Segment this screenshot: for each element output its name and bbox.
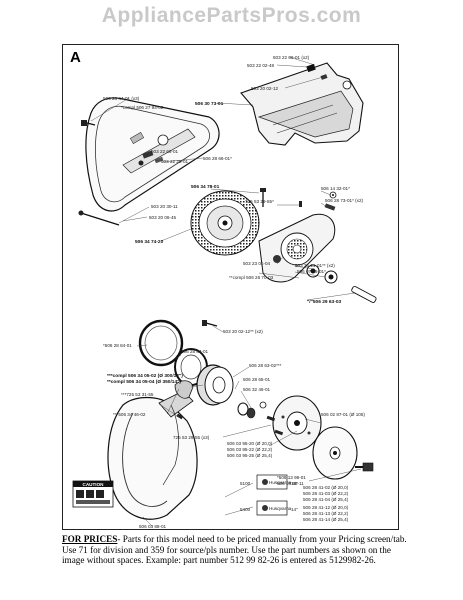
part-labels: 503 22 06-01 (x2) 503 22 02-48 503 20 02… (103, 55, 365, 529)
part-label: 503 23 01-04 (243, 261, 271, 266)
part-label: 506 28 84-01 (181, 349, 209, 354)
model-label: 5400 (240, 507, 251, 512)
cutting-arm (240, 62, 364, 146)
caution-decal: CAUTION (72, 480, 114, 508)
part-label: *506 13 98-01 (277, 475, 306, 480)
part-label: "/"506 29 63-03 (307, 299, 341, 305)
part-label: 503 22 02-48 (247, 63, 275, 68)
part-label: 506 28 41-13 (Ø 22,2) (303, 511, 349, 516)
pricing-heading: FOR PRICES (62, 534, 118, 544)
brand-text-1: Husqvarna (269, 480, 292, 485)
part-label: 506 03 95-22 (Ø 22,2) (227, 447, 273, 452)
part-label: 503 25 21-01** (x2) (295, 263, 335, 268)
part-label: 503 22 28-01 (161, 159, 189, 164)
part-label: 506 13 98-11 (277, 481, 304, 486)
exploded-view-drawing: A (70, 49, 377, 529)
long-bolt (78, 210, 120, 226)
part-label: ***725 53 31-55 (121, 392, 154, 397)
leader-lines (90, 56, 362, 528)
bearing-housing (196, 364, 234, 406)
part-label: **compl 506 26 70-03 (229, 275, 274, 280)
spring-and-bushing (138, 150, 164, 166)
part-label: 506 28 41-02 (Ø 20,0) (303, 485, 349, 490)
part-label: 506 14 32-01* (321, 186, 350, 191)
bearings (306, 264, 338, 284)
part-label: *506 28 84-01 (103, 343, 132, 348)
part-label: **compl 506 34 05-04 (Ø 350/14") (107, 379, 181, 385)
spacer-washers (237, 401, 267, 419)
pricing-note: FOR PRICES- Parts for this model need to… (62, 534, 407, 566)
parts-diagram: A (62, 44, 399, 530)
part-label: 506 34 78-01 (191, 184, 220, 190)
part-label: 506 34 74-20 (135, 239, 164, 245)
flange-washer (272, 395, 322, 451)
part-label: 506 03 95-25 (Ø 25,4) (227, 453, 273, 458)
part-label: 506 28 66-01* (203, 156, 232, 161)
brand-text-2: Husqvarna (269, 506, 292, 511)
part-label: 506 28 65-01 (243, 377, 271, 382)
part-label: 506 32 46-01 (243, 387, 271, 392)
part-label: 506 30 73-01 (195, 101, 224, 107)
part-label: 506 03 88-01 (139, 524, 167, 529)
part-label: 506 28 73-01* (x2) (325, 198, 364, 203)
retaining-ring (138, 319, 184, 367)
part-label: 506 28 63-02*** (249, 363, 282, 368)
caution-text: CAUTION (83, 482, 105, 487)
pin-tool (260, 188, 266, 207)
part-label: 506 07 08-01* (297, 269, 326, 274)
outer-flange (312, 426, 358, 480)
pricing-text: - Parts for this model need to be priced… (62, 534, 407, 566)
part-label: 506 02 87-01 (Ø 105) (321, 412, 365, 417)
part-label: 503 22 06-01 (x2) (273, 55, 310, 60)
blade-guard (107, 390, 198, 520)
arbor-bolt (355, 462, 374, 472)
part-label: 503 22 66-01 (151, 149, 179, 154)
flange-screws (266, 415, 284, 436)
part-label: 725 53 29-55 (x3) (173, 435, 210, 440)
part-label: ***compl 506 34 05-02 (Ø 300/12") (107, 373, 183, 379)
part-label: 503 20 02-12 (251, 86, 279, 91)
part-label: 503 20 02-12** (x2) (223, 329, 263, 334)
guard-bolt (202, 320, 218, 327)
watermark: AppliancePartsPros.com (101, 4, 362, 27)
part-label: 725 53 29-55* (245, 199, 274, 204)
model-label: 5100 (240, 481, 251, 486)
part-label: 506 28 44-01 (x3) (103, 96, 140, 101)
part-label: 506 28 41-03 (Ø 22,2) (303, 491, 349, 496)
part-label: 503 20 30-11 (151, 204, 178, 209)
part-label: 506 28 41-04 (Ø 25,4) (303, 497, 349, 502)
blade-decals: Husqvarna Husqvarna (256, 474, 292, 516)
cover-screw (81, 120, 96, 126)
size-label: 12" (291, 481, 298, 486)
part-label: 506 03 95-20 (Ø 20,0) (227, 441, 273, 446)
part-label: 503 20 06-45 (149, 215, 177, 220)
section-letter: A (70, 49, 81, 66)
part-label: 506 28 41-12 (Ø 20,0) (303, 505, 349, 510)
clutch-drum-housing (258, 213, 336, 283)
part-label: 506 28 41-14 (Ø 25,4) (303, 517, 349, 522)
drive-pulley (190, 190, 260, 256)
size-label: 14" (291, 507, 298, 512)
shaft (351, 285, 377, 303)
right-fasteners (299, 191, 337, 211)
part-label: ***506 34 46-02 (113, 412, 146, 417)
part-label: *compl 506 27 94-02 (121, 105, 164, 110)
